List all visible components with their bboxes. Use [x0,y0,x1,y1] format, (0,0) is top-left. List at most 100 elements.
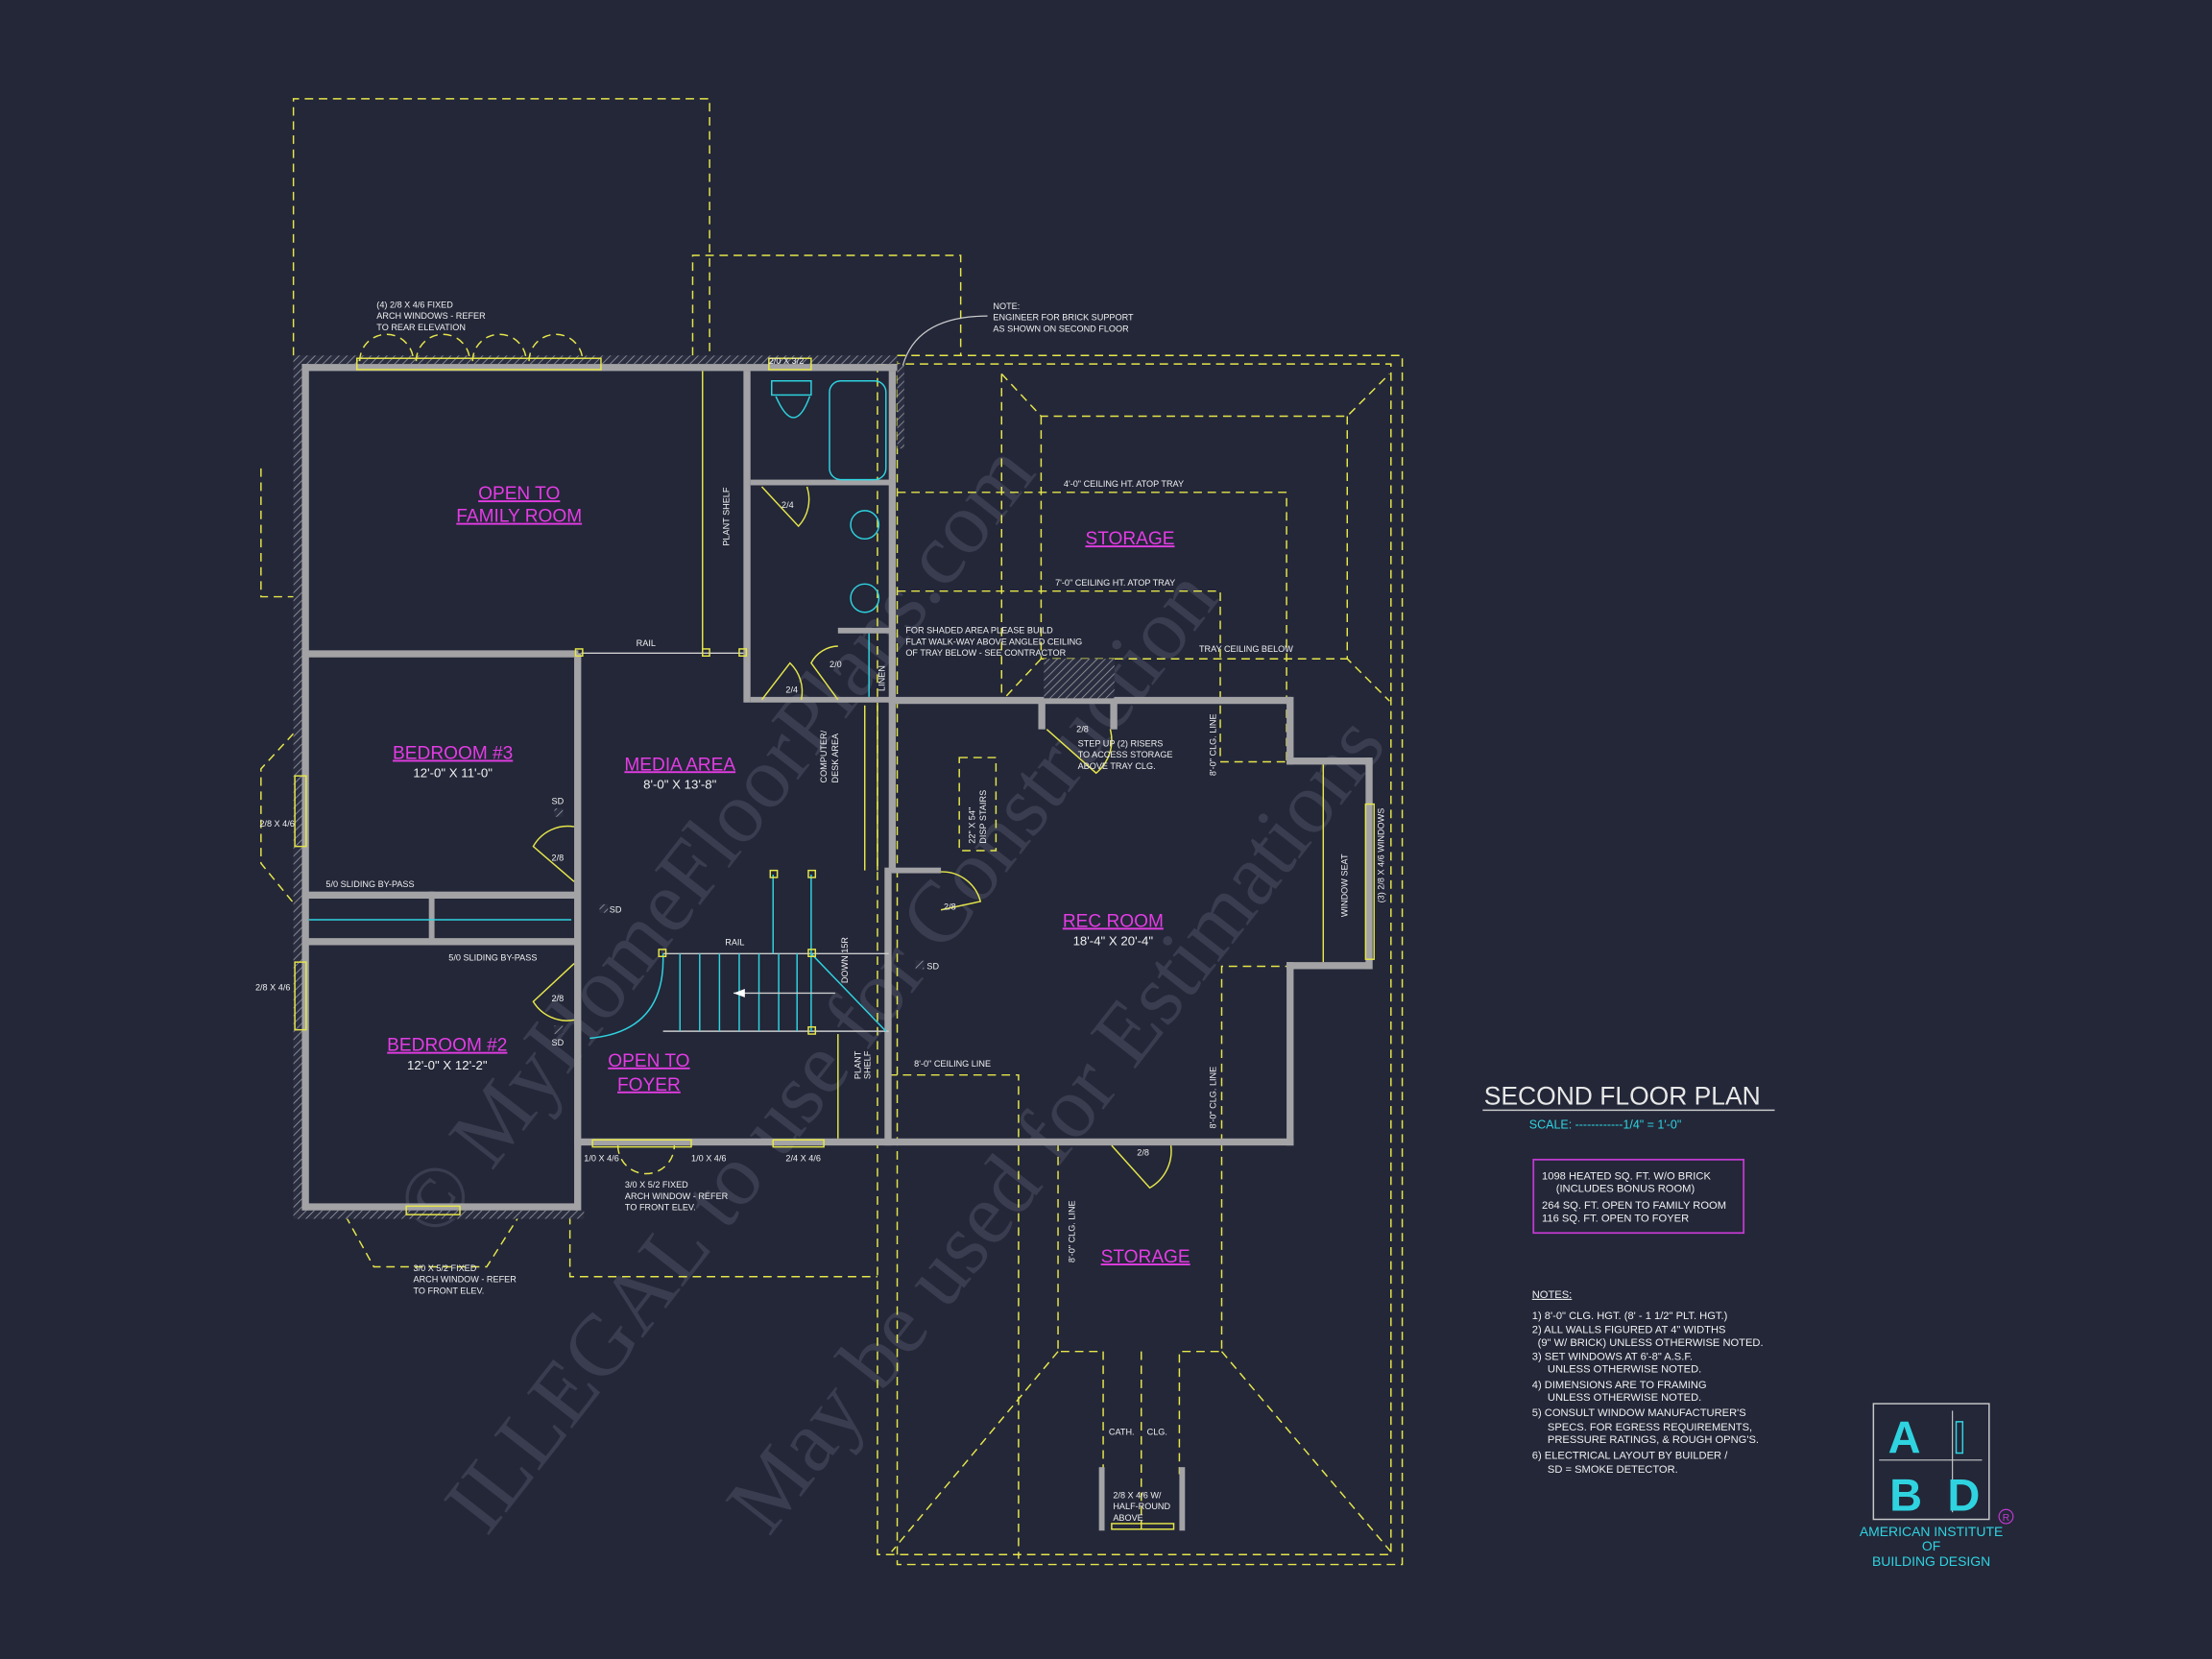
notes-heading: NOTES: [1532,1289,1573,1301]
step-up-note: ABOVE TRAY CLG. [1078,761,1156,771]
front-arch-label: 3/0 X 5/2 FIXED [625,1180,688,1190]
bedroom2-window-label: 2/8 X 4/6 [255,983,290,993]
rec-windows-label: (3) 2/8 X 4/6 WINDOWS [1376,808,1385,903]
smoke-detector-label: SD [552,1038,565,1047]
room-rec-name: REC ROOM [1063,911,1164,931]
shaded-area-note: OF TRAY BELOW - SEE CONTRACTOR [905,648,1066,658]
area-summary-box [1532,1158,1745,1235]
logo-text-line2: OF [1922,1538,1940,1553]
area-line: 1098 HEATED SQ. FT. W/O BRICK [1542,1170,1711,1182]
smoke-detector-icon [915,960,925,970]
bath-fixtures [771,380,887,697]
room-family-line2: FAMILY ROOM [456,507,582,527]
disp-stairs-label: DISP STAIRS [978,790,988,844]
smoke-detector-icon [599,903,609,913]
door-label: 2/0 [830,660,842,669]
windows [294,333,1375,1530]
front-arch-label: TO FRONT ELEV. [625,1203,696,1213]
front-arch-label-2: 3/0 X 5/2 FIXED [414,1263,477,1273]
door-label: 2/8 [944,902,956,912]
door-label: 2/8 [1137,1147,1149,1157]
front-arch-label: ARCH WINDOW - REFER [625,1191,729,1201]
cathedral-label: CATH. [1109,1427,1135,1436]
smoke-detector-label: SD [552,797,565,806]
front-arch-label-2: TO FRONT ELEV. [414,1286,485,1295]
note-line: 1) 8'-0" CLG. HGT. (8' - 1 1/2" PLT. HGT… [1532,1310,1728,1322]
arrow-icon [733,989,745,998]
logo-letter-d: D [1947,1470,1980,1521]
note-line: 4) DIMENSIONS ARE TO FRAMING [1532,1380,1707,1391]
room-labels: OPEN TO FAMILY ROOM BEDROOM #3 12'-0" X … [387,484,1190,1267]
computer-desk-label: DESK AREA [830,733,840,783]
sliding-door-label: 5/0 SLIDING BY-PASS [325,879,414,889]
dashed-outlines [260,98,1404,1566]
room-foyer-line2: FOYER [617,1075,681,1095]
smoke-detector-label: SD [926,961,939,971]
ceiling-label: CLG. [1147,1427,1167,1436]
ceiling-line-label: 8'-0" CLG. LINE [1068,1200,1077,1262]
room-foyer-line1: OPEN TO [608,1051,689,1071]
note-line: 6) ELECTRICAL LAYOUT BY BUILDER / [1532,1450,1728,1461]
room-storage-lower: STORAGE [1101,1247,1190,1267]
front-arch-label-2: ARCH WINDOW - REFER [414,1275,517,1285]
note-line: UNLESS OTHERWISE NOTED. [1548,1392,1701,1404]
staircase [589,705,998,1040]
linen-label: LINEN [877,665,886,691]
plan-scale: SCALE: ------------1/4" = 1'-0" [1529,1118,1681,1132]
note-line: SPECS. FOR EGRESS REQUIREMENTS, [1548,1422,1752,1433]
door-label: 2/8 [552,994,565,1003]
step-up-note: STEP UP (2) RISERS [1078,738,1164,748]
doors [532,486,1172,1190]
room-bedroom3-size: 12'-0" X 11'-0" [413,766,493,781]
smoke-detector-icon [554,807,564,817]
door-label: 2/8 [1076,725,1089,734]
room-storage-upper: STORAGE [1085,529,1174,549]
room-rec-size: 18'-4" X 20'-4" [1073,933,1154,948]
aibd-logo: A I B D R AMERICAN INSTITUTE OF BUILDING… [1860,1403,2014,1569]
annotations: (4) 2/8 X 4/6 FIXED ARCH WINDOWS - REFER… [255,300,1386,1523]
window-label: 2/4 X 4/6 [785,1153,820,1163]
window-label: 1/0 X 4/6 [584,1153,618,1163]
half-round-label: HALF-ROUND [1113,1502,1170,1511]
note-line: (9" W/ BRICK) UNLESS OTHERWISE NOTED. [1538,1337,1764,1349]
half-round-label: 2/8 X 4/6 W/ [1113,1490,1162,1500]
logo-letter-i: I [1953,1411,1965,1462]
dryer-icon [850,583,880,613]
bath-window-label: 2/0 X 3/2 [769,356,804,366]
note-line: UNLESS OTHERWISE NOTED. [1548,1364,1701,1376]
note-line: 3) SET WINDOWS AT 6'-8" A.S.F. [1532,1351,1693,1362]
walls [293,355,1373,1531]
note-line: 2) ALL WALLS FIGURED AT 4" WIDTHS [1532,1325,1726,1336]
ceiling-line-label: 8'-0" CLG. LINE [1209,713,1218,776]
registered-mark: R [2003,1513,2009,1524]
door-label: 2/4 [785,685,798,694]
area-line: 116 SQ. FT. OPEN TO FOYER [1542,1213,1689,1224]
room-bedroom3-name: BEDROOM #3 [393,744,513,764]
room-bedroom2-name: BEDROOM #2 [387,1036,507,1056]
note-line: 5) CONSULT WINDOW MANUFACTURER'S [1532,1407,1746,1419]
ceiling-line-label: 8'-0" CEILING LINE [914,1059,991,1069]
toilet-icon [775,396,811,419]
window-seat-label: WINDOW SEAT [1339,854,1349,917]
tray-ceiling-label: TRAY CEILING BELOW [1199,644,1293,654]
plan-title: SECOND FLOOR PLAN [1484,1082,1761,1111]
ceiling-4-label: 4'-0" CEILING HT. ATOP TRAY [1064,479,1184,489]
brick-note: ENGINEER FOR BRICK SUPPORT [993,313,1134,323]
logo-text-line3: BUILDING DESIGN [1872,1553,1990,1569]
door-label: 2/8 [552,853,565,862]
area-line: (INCLUDES BONUS ROOM) [1556,1184,1695,1195]
logo-letter-b: B [1889,1470,1922,1521]
ceiling-7-label: 7'-0" CEILING HT. ATOP TRAY [1055,578,1175,588]
room-media-name: MEDIA AREA [624,755,735,775]
rear-windows-label: TO REAR ELEVATION [376,323,466,332]
plant-shelf-label-2: SHELF [863,1050,873,1079]
step-up-note: TO ACCESS STORAGE [1078,750,1173,759]
room-media-size: 8'-0" X 13'-8" [643,777,716,791]
rear-windows-label: ARCH WINDOWS - REFER [376,311,486,321]
shaded-area-note: FOR SHADED AREA PLEASE BUILD [905,626,1053,636]
smoke-detector-label: SD [610,905,622,915]
brick-note: NOTE: [993,301,1020,311]
rail-label: RAIL [637,638,656,648]
smoke-detector-icon [554,1025,564,1035]
